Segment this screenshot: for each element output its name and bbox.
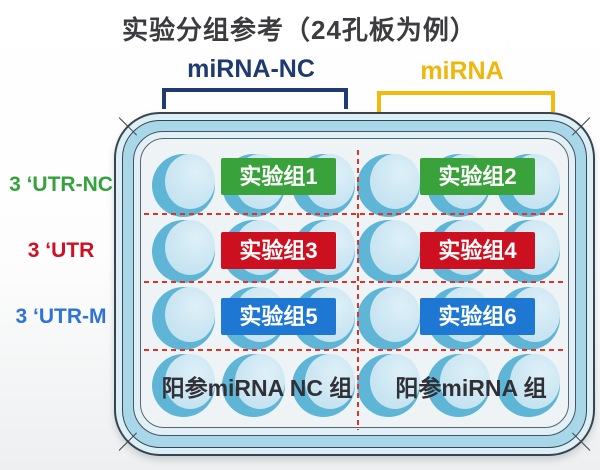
well [151, 353, 215, 417]
mirna-nc-bracket [162, 88, 348, 109]
page-title: 实验分组参考（24孔板为例） [122, 15, 477, 45]
badge-experiment-group-4: 实验组4 [420, 232, 535, 269]
divider-row3-row4 [144, 349, 565, 351]
well [151, 219, 215, 283]
badge-experiment-group-2: 实验组2 [420, 158, 535, 195]
well [426, 353, 490, 417]
badge-experiment-group-6: 实验组6 [420, 298, 535, 335]
divider-row2-row3 [144, 281, 565, 283]
badge-experiment-group-5: 实验组5 [221, 298, 336, 335]
well [151, 153, 215, 217]
mirna-bracket [377, 91, 555, 112]
group-dividers [114, 112, 595, 456]
control-group-label-mirna: 阳参miRNA 组 [395, 375, 547, 401]
row-group-label-3utr: 3 ‘UTR [27, 239, 95, 262]
well [356, 286, 420, 350]
well-plate: 实验组1 实验组2 实验组3 实验组4 实验组5 实验组6 阳参miRNA NC… [114, 112, 595, 456]
divider-row1-row2 [144, 213, 565, 215]
well [291, 353, 355, 417]
well [356, 153, 420, 217]
column-group-label-mirna: miRNA [420, 57, 504, 85]
well [221, 353, 285, 417]
well [151, 286, 215, 350]
well [356, 353, 420, 417]
divider-column-center [357, 150, 359, 430]
well [496, 353, 560, 417]
well [356, 219, 420, 283]
badge-experiment-group-3: 实验组3 [221, 232, 336, 269]
control-group-label-mirna-nc: 阳参miRNA NC 组 [161, 375, 353, 401]
row-group-label-3utr-m: 3 ‘UTR-M [15, 305, 107, 328]
badge-experiment-group-1: 实验组1 [221, 158, 336, 195]
column-group-label-mirna-nc: miRNA-NC [187, 55, 315, 83]
row-group-label-3utr-nc: 3 ‘UTR-NC [9, 173, 113, 196]
